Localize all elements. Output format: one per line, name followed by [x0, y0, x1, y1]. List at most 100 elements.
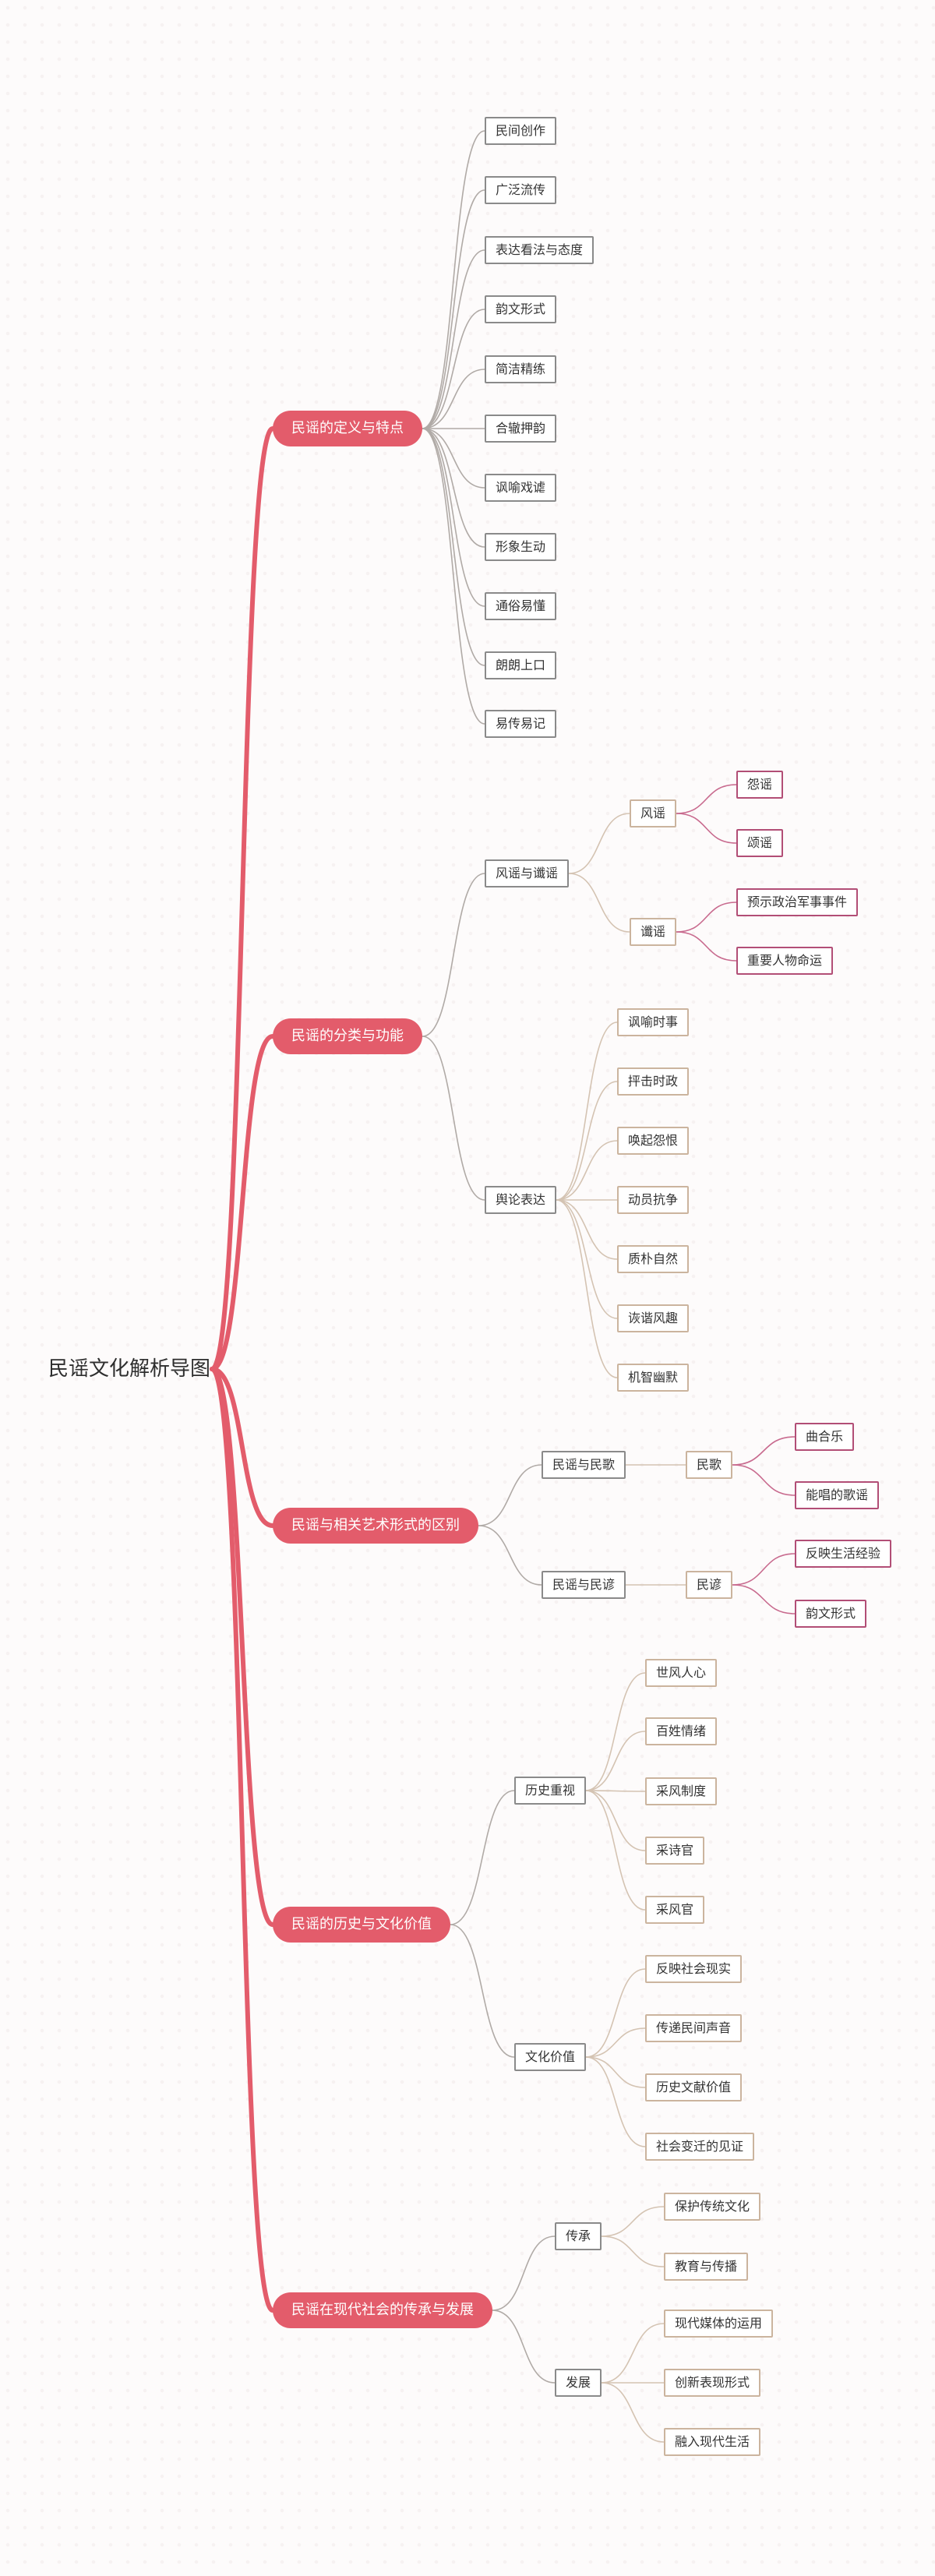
leaf-topic[interactable]: 怨谣	[736, 771, 784, 799]
branch-topic[interactable]: 民谣在现代社会的传承与发展	[273, 2292, 492, 2328]
subtopic-leaf-link	[601, 2382, 665, 2443]
subtopic-group[interactable]: 谶谣	[630, 918, 677, 946]
leaf-topic[interactable]: 广泛流传	[485, 176, 557, 204]
leaf-topic[interactable]: 世风人心	[645, 1659, 718, 1687]
branch-leaf-link	[422, 428, 485, 725]
leaf-topic[interactable]: 讽喻时事	[617, 1008, 690, 1036]
leaf-topic[interactable]: 简洁精练	[485, 355, 557, 383]
subtopic[interactable]: 民谣与民歌	[542, 1451, 626, 1479]
leaf-topic[interactable]: 历史文献价值	[645, 2073, 743, 2101]
branch-subtopic-link	[450, 1790, 515, 1925]
branch-topic[interactable]: 民谣的历史与文化价值	[273, 1907, 450, 1943]
leaf-topic[interactable]: 韵文形式	[485, 295, 557, 323]
leaf-topic[interactable]: 反映社会现实	[645, 1955, 743, 1983]
subtopic-leaf-link	[556, 1022, 618, 1201]
subtopic-leaf-link	[556, 1140, 618, 1201]
branch-subtopic-link	[492, 2235, 556, 2311]
subtopic[interactable]: 历史重视	[514, 1777, 587, 1805]
leaf-topic[interactable]: 预示政治军事事件	[736, 888, 859, 916]
branch-subtopic-link	[422, 1036, 485, 1201]
subtopic-group[interactable]: 风谣	[630, 799, 677, 827]
group-leaf-link	[676, 931, 737, 962]
subtopic[interactable]: 风谣与谶谣	[485, 859, 570, 887]
root-topic[interactable]: 民谣文化解析导图	[48, 1357, 211, 1381]
leaf-topic[interactable]: 机智幽默	[617, 1364, 690, 1392]
subtopic-group[interactable]: 民歌	[686, 1451, 733, 1479]
group-leaf-link	[732, 1553, 796, 1586]
subtopic[interactable]: 文化价值	[514, 2043, 587, 2071]
subtopic-leaf-link	[556, 1199, 618, 1260]
branch-topic[interactable]: 民谣与相关艺术形式的区别	[273, 1508, 478, 1544]
branch-subtopic-link	[478, 1464, 542, 1526]
branch-subtopic-link	[492, 2310, 556, 2384]
branch-leaf-link	[422, 369, 485, 429]
branch-leaf-link	[422, 309, 485, 429]
subtopic-leaf-link	[556, 1199, 618, 1319]
leaf-topic[interactable]: 韵文形式	[795, 1600, 867, 1628]
leaf-topic[interactable]: 动员抗争	[617, 1186, 690, 1214]
branch-leaf-link	[422, 428, 485, 548]
leaf-topic[interactable]: 易传易记	[485, 710, 557, 738]
leaf-topic[interactable]: 唤起怨恨	[617, 1127, 690, 1155]
leaf-topic[interactable]: 朗朗上口	[485, 651, 557, 679]
branch-topic[interactable]: 民谣的定义与特点	[273, 411, 422, 446]
subtopic-leaf-link	[585, 1672, 646, 1791]
leaf-topic[interactable]: 反映生活经验	[795, 1540, 892, 1568]
subtopic-leaf-link	[585, 1968, 646, 2058]
branch-leaf-link	[422, 428, 485, 666]
leaf-topic[interactable]: 创新表现形式	[664, 2369, 761, 2397]
leaf-topic[interactable]: 重要人物命运	[736, 947, 834, 975]
leaf-topic[interactable]: 教育与传播	[664, 2253, 749, 2281]
leaf-topic[interactable]: 合辙押韵	[485, 415, 557, 443]
leaf-topic[interactable]: 现代媒体的运用	[664, 2310, 774, 2338]
leaf-topic[interactable]: 采风官	[645, 1896, 705, 1924]
leaf-topic[interactable]: 采诗官	[645, 1837, 705, 1865]
leaf-topic[interactable]: 采风制度	[645, 1777, 718, 1805]
branch-leaf-link	[422, 428, 485, 607]
subtopic-group[interactable]: 民谚	[686, 1571, 733, 1599]
leaf-topic[interactable]: 诙谐风趣	[617, 1304, 690, 1332]
subtopic-leaf-link	[585, 1790, 646, 1911]
leaf-topic[interactable]: 质朴自然	[617, 1245, 690, 1273]
subtopic[interactable]: 传承	[555, 2222, 602, 2250]
leaf-topic[interactable]: 曲合乐	[795, 1423, 855, 1451]
group-leaf-link	[676, 902, 737, 933]
subtopic-leaf-link	[556, 1199, 618, 1378]
subtopic[interactable]: 发展	[555, 2369, 602, 2397]
leaf-topic[interactable]: 传递民间声音	[645, 2014, 743, 2042]
subtopic-leaf-link	[601, 2206, 665, 2237]
leaf-topic[interactable]: 能唱的歌谣	[795, 1481, 880, 1509]
group-leaf-link	[732, 1436, 796, 1466]
leaf-topic[interactable]: 讽喻戏谑	[485, 474, 557, 502]
leaf-topic[interactable]: 通俗易懂	[485, 592, 557, 620]
branch-subtopic-link	[422, 873, 485, 1037]
subtopic[interactable]: 民谣与民谚	[542, 1571, 626, 1599]
root-branch-link	[210, 1034, 275, 1371]
leaf-topic[interactable]: 表达看法与态度	[485, 236, 595, 264]
leaf-topic[interactable]: 社会变迁的见证	[645, 2133, 755, 2161]
subtopic[interactable]: 舆论表达	[485, 1186, 557, 1214]
branch-leaf-link	[422, 428, 485, 489]
subtopic-leaf-link	[585, 2027, 646, 2058]
leaf-topic[interactable]: 抨击时政	[617, 1067, 690, 1096]
branch-topic[interactable]: 民谣的分类与功能	[273, 1018, 422, 1054]
leaf-topic[interactable]: 融入现代生活	[664, 2428, 761, 2456]
subtopic-leaf-link	[585, 2056, 646, 2147]
leaf-topic[interactable]: 颂谣	[736, 829, 784, 857]
leaf-topic[interactable]: 形象生动	[485, 533, 557, 561]
group-leaf-link	[732, 1464, 796, 1496]
group-leaf-link	[676, 784, 737, 814]
leaf-topic[interactable]: 保护传统文化	[664, 2193, 761, 2221]
leaf-topic[interactable]: 民间创作	[485, 117, 557, 145]
group-leaf-link	[732, 1584, 796, 1614]
leaf-topic[interactable]: 百姓情绪	[645, 1717, 718, 1745]
branch-leaf-link	[422, 189, 485, 429]
subtopic-leaf-link	[568, 813, 630, 874]
branch-subtopic-link	[450, 1924, 515, 2058]
subtopic-leaf-link	[601, 2323, 665, 2384]
subtopic-leaf-link	[585, 1731, 646, 1791]
root-branch-link	[210, 1367, 275, 1528]
subtopic-leaf-link	[568, 873, 630, 933]
